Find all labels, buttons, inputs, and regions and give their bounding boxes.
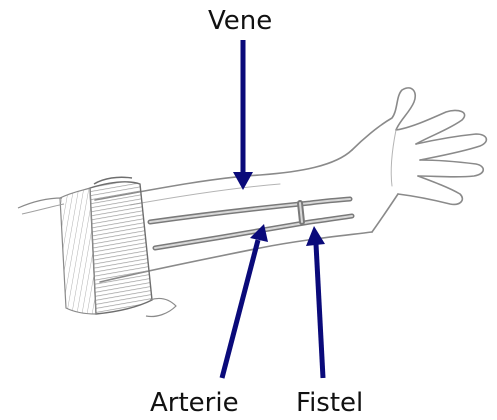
label-vene: Vene xyxy=(208,8,272,34)
label-fistel: Fistel xyxy=(296,390,363,416)
hand-outline xyxy=(352,88,486,232)
bandage-cuff xyxy=(18,177,176,316)
arrow-fistel xyxy=(306,226,325,378)
arrow-vene xyxy=(233,40,253,190)
label-arterie: Arterie xyxy=(150,390,239,416)
